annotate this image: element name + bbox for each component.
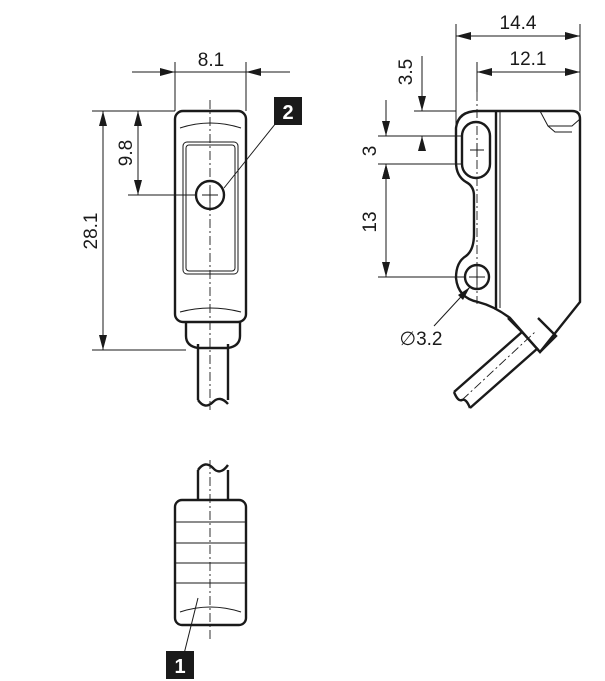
callout-2-label: 2 xyxy=(282,102,293,124)
side-cable xyxy=(453,331,539,409)
side-dimensions: 14.4 12.1 3.5 3 13 ∅3.2 xyxy=(360,13,581,350)
mounting-slot xyxy=(460,120,492,180)
dim-front-height: 28.1 xyxy=(81,213,102,250)
callout-1: 1 xyxy=(166,597,199,679)
front-view xyxy=(173,100,248,410)
dim-side-body-width: 12.1 xyxy=(510,49,547,70)
callout-2: 2 xyxy=(223,97,302,189)
dim-hole-top-offset: 3.5 xyxy=(396,59,417,85)
end-cable xyxy=(196,470,230,500)
dim-front-width: 8.1 xyxy=(198,50,224,71)
dim-slot-height: 3 xyxy=(360,146,381,157)
front-strain-relief xyxy=(184,322,242,350)
callout-1-label: 1 xyxy=(174,656,185,678)
callout-2-box xyxy=(274,97,302,125)
cable-end-view xyxy=(173,460,248,640)
callout-1-box xyxy=(166,651,194,679)
lens-window xyxy=(182,141,239,275)
front-dimensions: 8.1 28.1 9.8 xyxy=(81,50,290,351)
dim-side-width: 14.4 xyxy=(500,13,537,34)
dim-lens-offset: 9.8 xyxy=(116,140,137,166)
side-housing xyxy=(454,109,582,354)
front-housing xyxy=(173,109,248,324)
dim-hole-spacing: 13 xyxy=(360,211,381,232)
side-view xyxy=(452,92,582,409)
dim-hole-diameter: ∅3.2 xyxy=(400,329,443,350)
front-cable xyxy=(196,344,230,400)
front-cable-break xyxy=(197,397,229,407)
